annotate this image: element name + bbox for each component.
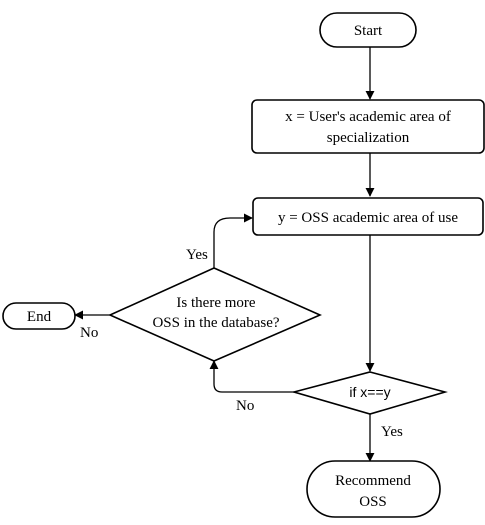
more-oss-label-line2: OSS in the database?	[152, 315, 279, 331]
more-oss-label-line1: Is there more	[176, 295, 255, 311]
recommend-label-line1: Recommend	[335, 473, 411, 489]
recommend-label-line2: OSS	[359, 494, 387, 510]
assign-x-label-line1: x = User's academic area of	[285, 109, 451, 125]
edge-label-compare-yes: Yes	[381, 424, 403, 440]
end-label: End	[27, 309, 52, 325]
assign-y-node: y = OSS academic area of use	[252, 197, 484, 236]
end-node: End	[2, 302, 76, 330]
edge-compare-no-to-more	[209, 360, 294, 393]
assign-y-label: y = OSS academic area of use	[278, 210, 458, 226]
edge-label-compare-no: No	[236, 398, 254, 414]
start-node: Start	[319, 12, 417, 48]
recommend-node: Recommend OSS	[306, 460, 441, 518]
start-label: Start	[354, 23, 383, 39]
edge-more-yes-to-assign-y	[213, 213, 253, 268]
compare-node: if x==y	[290, 371, 448, 415]
assign-x-node: x = User's academic area of specializati…	[251, 99, 485, 154]
edge-label-more-yes: Yes	[186, 247, 208, 263]
compare-label: if x==y	[349, 384, 390, 400]
assign-x-label-line2: specialization	[327, 130, 410, 146]
edge-label-more-no: No	[80, 325, 98, 341]
more-oss-node: Is there more OSS in the database?	[108, 267, 322, 362]
